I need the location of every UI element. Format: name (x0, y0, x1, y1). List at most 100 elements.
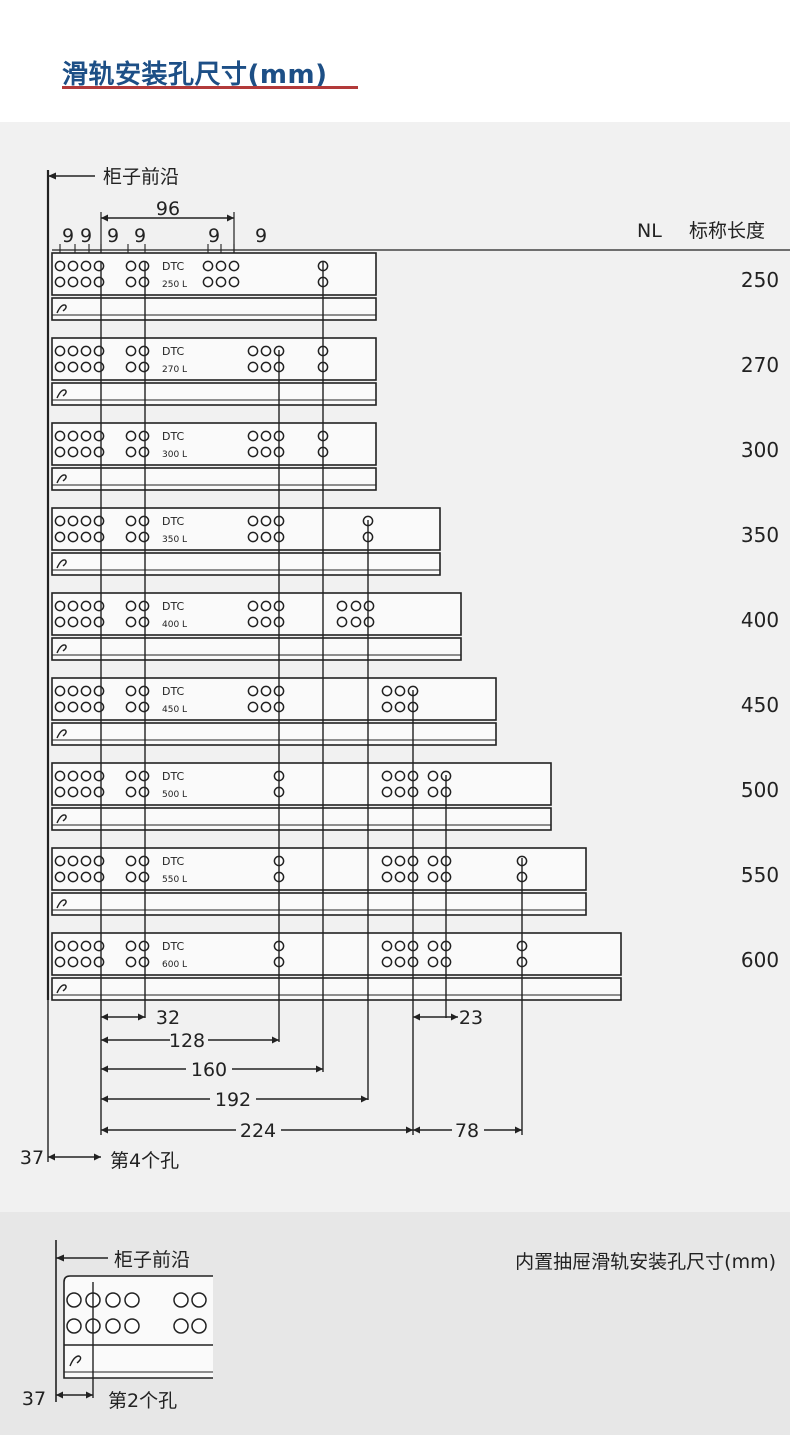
rail-500-rear-hole (427, 770, 439, 782)
rail-500-mid-hole (125, 770, 137, 782)
rail-500-mid-hole (138, 786, 150, 798)
rail-600-front-hole (67, 940, 79, 952)
inset-hole (173, 1318, 189, 1334)
dim-192-arrow-left (101, 1095, 108, 1103)
rail-600-lower (51, 977, 622, 1001)
rail-250-front-hole (80, 260, 92, 272)
rail-400-front-hole (67, 616, 79, 628)
rail-400-rear-hole (260, 616, 272, 628)
rail-600-mid-hole (125, 940, 137, 952)
rail-270-front-hole (93, 345, 105, 357)
rail-250-front-hole (80, 276, 92, 288)
dim-32: 32 (156, 1007, 180, 1029)
rail-450-length-label: 450 L (162, 705, 187, 715)
length-400: 400 (741, 608, 779, 632)
inset-hole (66, 1318, 82, 1334)
rail-300-front-hole (54, 430, 66, 442)
rail-450-mid-hole (138, 701, 150, 713)
rail-300-brand-label: DTC (162, 430, 185, 443)
rail-350-rear-hole (260, 531, 272, 543)
rail-500-hook-icon (56, 814, 67, 824)
rail-550-front-hole (93, 855, 105, 867)
inset-hole (66, 1292, 82, 1308)
rail-500-rear-hole (381, 786, 393, 798)
rail-270-front-hole (93, 361, 105, 373)
rail-600-front-hole (93, 940, 105, 952)
rail-400-rear-hole (350, 616, 362, 628)
rail-270-upper (51, 337, 377, 381)
rail-250-rear-hole (215, 276, 227, 288)
hole-note-label: 第4个孔 (110, 1150, 179, 1172)
rail-600-rear-hole (394, 940, 406, 952)
rail-270-rear-hole (260, 361, 272, 373)
rail-550-lower (51, 892, 587, 916)
rail-250-upper (51, 252, 377, 296)
dim-96: 96 (156, 198, 180, 220)
rail-270-mid-hole (138, 361, 150, 373)
inset-hole (191, 1318, 207, 1334)
rail-300-hook-icon (56, 474, 67, 484)
dim-9-b: 9 (80, 225, 92, 247)
length-270: 270 (741, 353, 779, 377)
rail-600-upper (51, 932, 622, 976)
dim-160-arrow-left (101, 1065, 108, 1073)
rail-350-rear-hole (260, 515, 272, 527)
rail-400-rear-hole (336, 616, 348, 628)
rail-270-front-hole (67, 345, 79, 357)
rail-300-mid-hole (138, 430, 150, 442)
rail-600-mid-hole (138, 940, 150, 952)
rail-450-rear-hole (381, 685, 393, 697)
rail-500-front-hole (93, 786, 105, 798)
rail-550-front-hole (54, 855, 66, 867)
rail-270-rear-hole (247, 345, 259, 357)
rail-550-mid-hole (138, 855, 150, 867)
rail-400-mid-hole (125, 600, 137, 612)
rail-500-front-hole (80, 770, 92, 782)
inset-offset-37-line-arrow-right (86, 1391, 93, 1399)
rail-450-rear-hole (394, 701, 406, 713)
rail-300-front-hole (54, 446, 66, 458)
rail-250-mid-hole (125, 260, 137, 272)
rail-350-rear-hole (247, 531, 259, 543)
rail-250-front-hole (54, 260, 66, 272)
rail-500-rear-hole (394, 770, 406, 782)
front-edge-label: 柜子前沿 (103, 166, 179, 188)
rail-400-rear-hole (260, 600, 272, 612)
rail-350-mid-hole (138, 515, 150, 527)
rail-250-hook-icon (56, 304, 67, 314)
length-450: 450 (741, 693, 779, 717)
dim-224: 224 (240, 1120, 276, 1142)
rail-400-mid-hole (138, 600, 150, 612)
rail-270-mid-hole (138, 345, 150, 357)
rail-300-rear-hole (260, 430, 272, 442)
rail-350-brand-label: DTC (162, 515, 185, 528)
rail-550-rear-hole (427, 855, 439, 867)
rail-500-upper (51, 762, 552, 806)
dim-224-arrow-left (101, 1126, 108, 1134)
inset-hole (124, 1318, 140, 1334)
inset-hole (105, 1318, 121, 1334)
rail-250-rear-hole (202, 276, 214, 288)
rail-250-rear-hole (202, 260, 214, 272)
dim-96-line-arrow-right (227, 214, 234, 222)
title-area: 滑轨安装孔尺寸(mm) (0, 0, 790, 122)
rail-600-mid-hole (138, 956, 150, 968)
rail-350-rear-hole (247, 515, 259, 527)
dim-78-arrow-right (515, 1126, 522, 1134)
rail-400-rear-hole (363, 616, 375, 628)
rail-350-lower (51, 552, 441, 576)
rail-250-rear-hole (228, 276, 240, 288)
rail-500-lower (51, 807, 552, 831)
rail-550-mid-hole (125, 855, 137, 867)
rail-550-hook-icon (56, 899, 67, 909)
rail-450-upper (51, 677, 497, 721)
dim-78: 78 (455, 1120, 479, 1142)
dim-192-arrow-right (361, 1095, 368, 1103)
rail-400-front-hole (93, 600, 105, 612)
rail-450-front-hole (93, 685, 105, 697)
rail-400-front-hole (80, 616, 92, 628)
inset-hole (191, 1292, 207, 1308)
rail-450-front-hole (54, 685, 66, 697)
dim-32-line-arrow-right (138, 1013, 145, 1021)
